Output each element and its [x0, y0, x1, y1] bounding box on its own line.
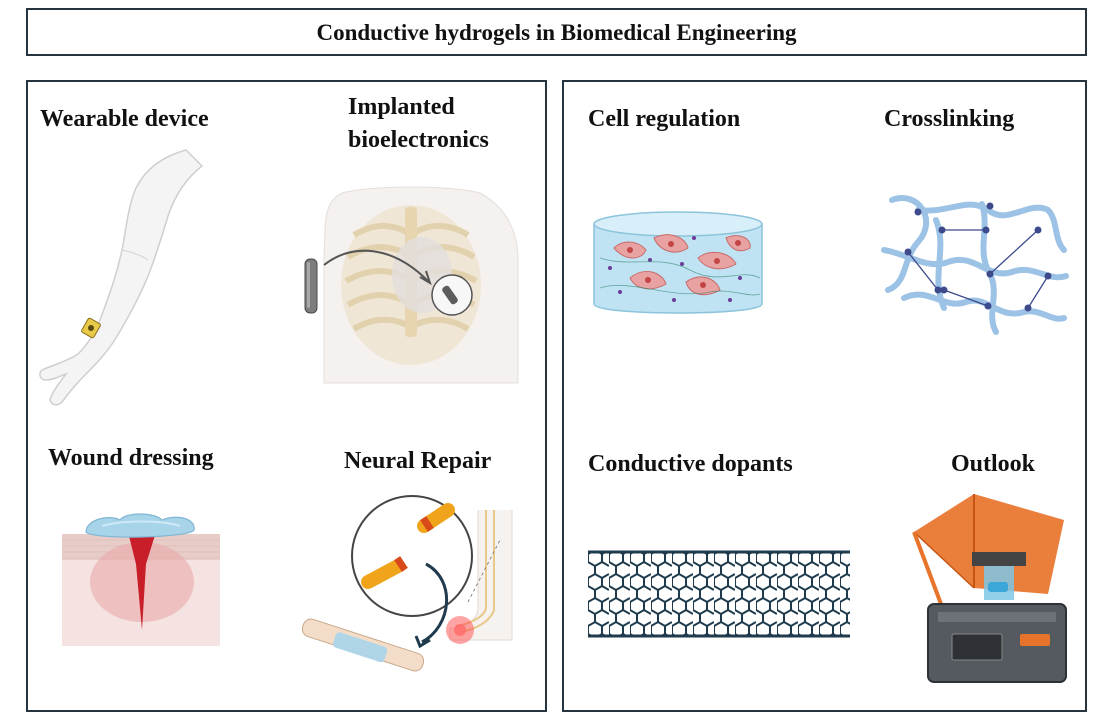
label-wearable-device: Wearable device: [40, 106, 209, 132]
skin-wound-icon: [62, 513, 220, 646]
label-crosslinking: Crosslinking: [884, 106, 1015, 132]
title-box: Conductive hydrogels in Biomedical Engin…: [26, 8, 1087, 56]
arm-icon: [39, 149, 204, 406]
label-outlook: Outlook: [951, 451, 1036, 477]
figure-title: Conductive hydrogels in Biomedical Engin…: [316, 20, 797, 45]
nerve-conduit-icon: [301, 495, 513, 672]
carbon-nanotube-icon: [588, 550, 850, 638]
label-implanted-line2: bioelectronics: [348, 127, 489, 153]
label-conductive-dopants: Conductive dopants: [588, 451, 793, 477]
hydrogel-cells-icon: [593, 211, 763, 314]
torso-ribcage-icon: [323, 186, 519, 384]
polymer-network-icon: [881, 195, 1069, 335]
label-neural-repair: Neural Repair: [344, 448, 492, 474]
label-cell-regulation: Cell regulation: [588, 106, 741, 132]
label-wound-dressing: Wound dressing: [48, 445, 214, 471]
label-implanted-line1: Implanted: [348, 94, 455, 120]
implant-device-icon: [304, 258, 318, 314]
3d-printer-icon: [912, 494, 1067, 683]
